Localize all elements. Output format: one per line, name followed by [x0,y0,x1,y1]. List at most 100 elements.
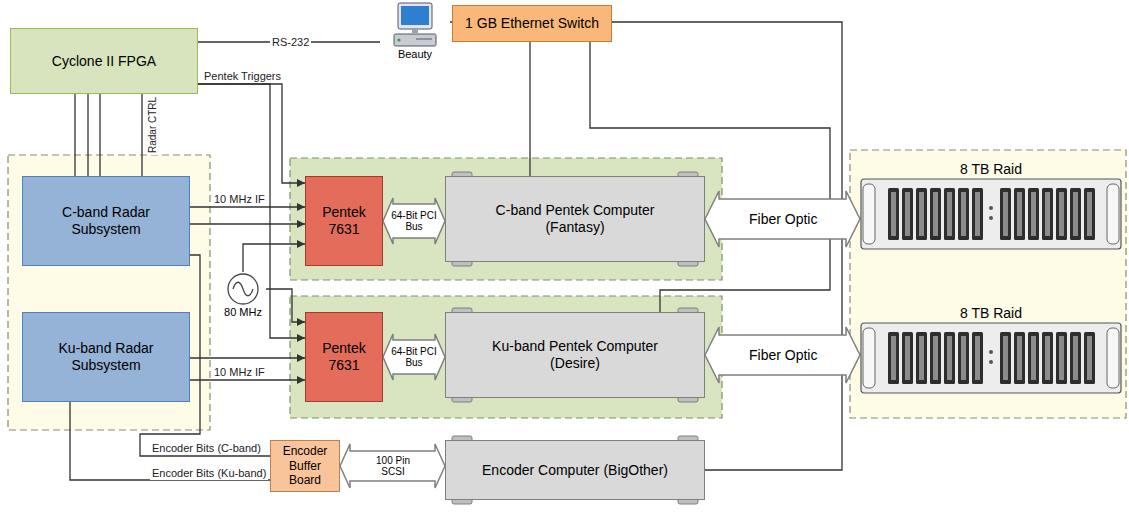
connector-label: Fiber Optic [749,212,817,227]
bus-arrow [383,334,445,380]
storage-region [850,150,1126,418]
drive-bay [972,332,983,384]
caption-text: 8 TB Raid [960,304,1022,322]
drive-bay [1084,188,1095,240]
computer-drawing [392,2,438,48]
radar-box: C-band Radar Subsystem [22,176,190,266]
drive-slot [947,192,952,236]
drive-slot [1045,336,1050,380]
switch-box: 1 GB Ethernet Switch [452,5,612,42]
drive-bay [1070,332,1081,384]
drive-slot [1003,192,1008,236]
signal-line [190,206,305,207]
connector-label: RS-232 [270,36,311,49]
box-label: C-band Radar Subsystem [46,204,166,238]
drive-bay [902,332,913,384]
oscillator-drawing [220,272,266,306]
buffer-board: Encoder Buffer Board [270,440,340,492]
drive-slot [919,336,924,380]
connector-label: 10 MHz IF [212,366,267,379]
drive-bay [902,188,913,240]
screen [401,6,429,25]
drive-bay [1056,332,1067,384]
connector-label: Encoder Bits (C-band) [150,442,263,455]
signal-line [74,94,75,176]
raid-ear [1107,184,1119,244]
drive-slot [1017,192,1022,236]
signal-line [243,244,305,272]
drive-bay [930,188,941,240]
drive-bay [1056,188,1067,240]
drive-bay [1014,188,1025,240]
raid-array: 8 TB Raid [860,160,1122,252]
connector-label: 64-Bit PCI Bus [388,346,440,368]
raid-chassis [861,179,1121,249]
drive-slot [891,336,896,380]
drive-slot [1073,192,1078,236]
digitizer-box: Pentek 7631 [305,176,383,266]
drive-slot [975,192,980,236]
drive-bay [916,332,927,384]
drive-bay [1000,332,1011,384]
drive-slot [905,336,910,380]
drive-slot [975,336,980,380]
drive-slot [1059,336,1064,380]
signal-line [87,94,88,176]
drive-slot [1017,336,1022,380]
drive-slot [891,192,896,236]
drive-slot [933,336,938,380]
digitizer-box: Pentek 7631 [305,312,383,402]
drive-slot [1073,336,1078,380]
raid-drawing [860,178,1122,250]
box-label: Ku-band Radar Subsystem [46,340,166,374]
oscillator-symbol: 80 MHz [220,272,266,324]
signal-line [190,357,305,358]
drive-bay [958,188,969,240]
drive-bay [1070,188,1081,240]
drive-bay [1028,188,1039,240]
raid-array: 8 TB Raid [860,304,1122,396]
box-label: 1 GB Ethernet Switch [465,15,599,32]
power-led [397,38,400,41]
monitor [398,3,432,29]
signal-line [198,84,305,183]
drive-bay [1042,332,1053,384]
signal-line [70,402,270,480]
drive-bay [944,188,955,240]
connector-label: Radar CTRL [147,95,159,155]
caption-text: Beauty [398,48,432,61]
drive-bay [1000,188,1011,240]
drive-slot [1045,192,1050,236]
connector-label: Encoder Bits (Ku-band) [150,467,268,480]
cband-region [290,158,722,280]
box-label: Cyclone II FPGA [52,53,156,70]
raid-drawing [860,322,1122,394]
drive-bay [958,332,969,384]
led [989,360,993,364]
led [989,206,993,210]
signal-line [190,379,305,380]
computer-box: C-band Pentek Computer (Fantasy) [445,176,705,262]
drive-slot [947,336,952,380]
caption-text: 8 TB Raid [960,160,1022,178]
signal-line [141,94,142,176]
drive-bay [888,332,899,384]
drive-slot [1087,336,1092,380]
led [989,216,993,220]
connector-label: 100 Pin SCSI [370,455,416,477]
drive-bay [1028,332,1039,384]
drive-slot [933,192,938,236]
raid-ear [863,184,875,244]
drive-slot [919,192,924,236]
drive-slot [1031,192,1036,236]
bus-arrow [705,327,860,383]
box-label: Ku-band Pentek Computer (Desire) [488,338,663,372]
signal-line [529,42,530,176]
bus-arrow [340,444,445,488]
computer-box: Encoder Computer (BigOther) [445,440,705,500]
desktop-case [394,34,436,46]
bus-arrow [705,191,860,247]
sine-wave [233,282,253,296]
computer-box: Ku-band Pentek Computer (Desire) [445,312,705,398]
